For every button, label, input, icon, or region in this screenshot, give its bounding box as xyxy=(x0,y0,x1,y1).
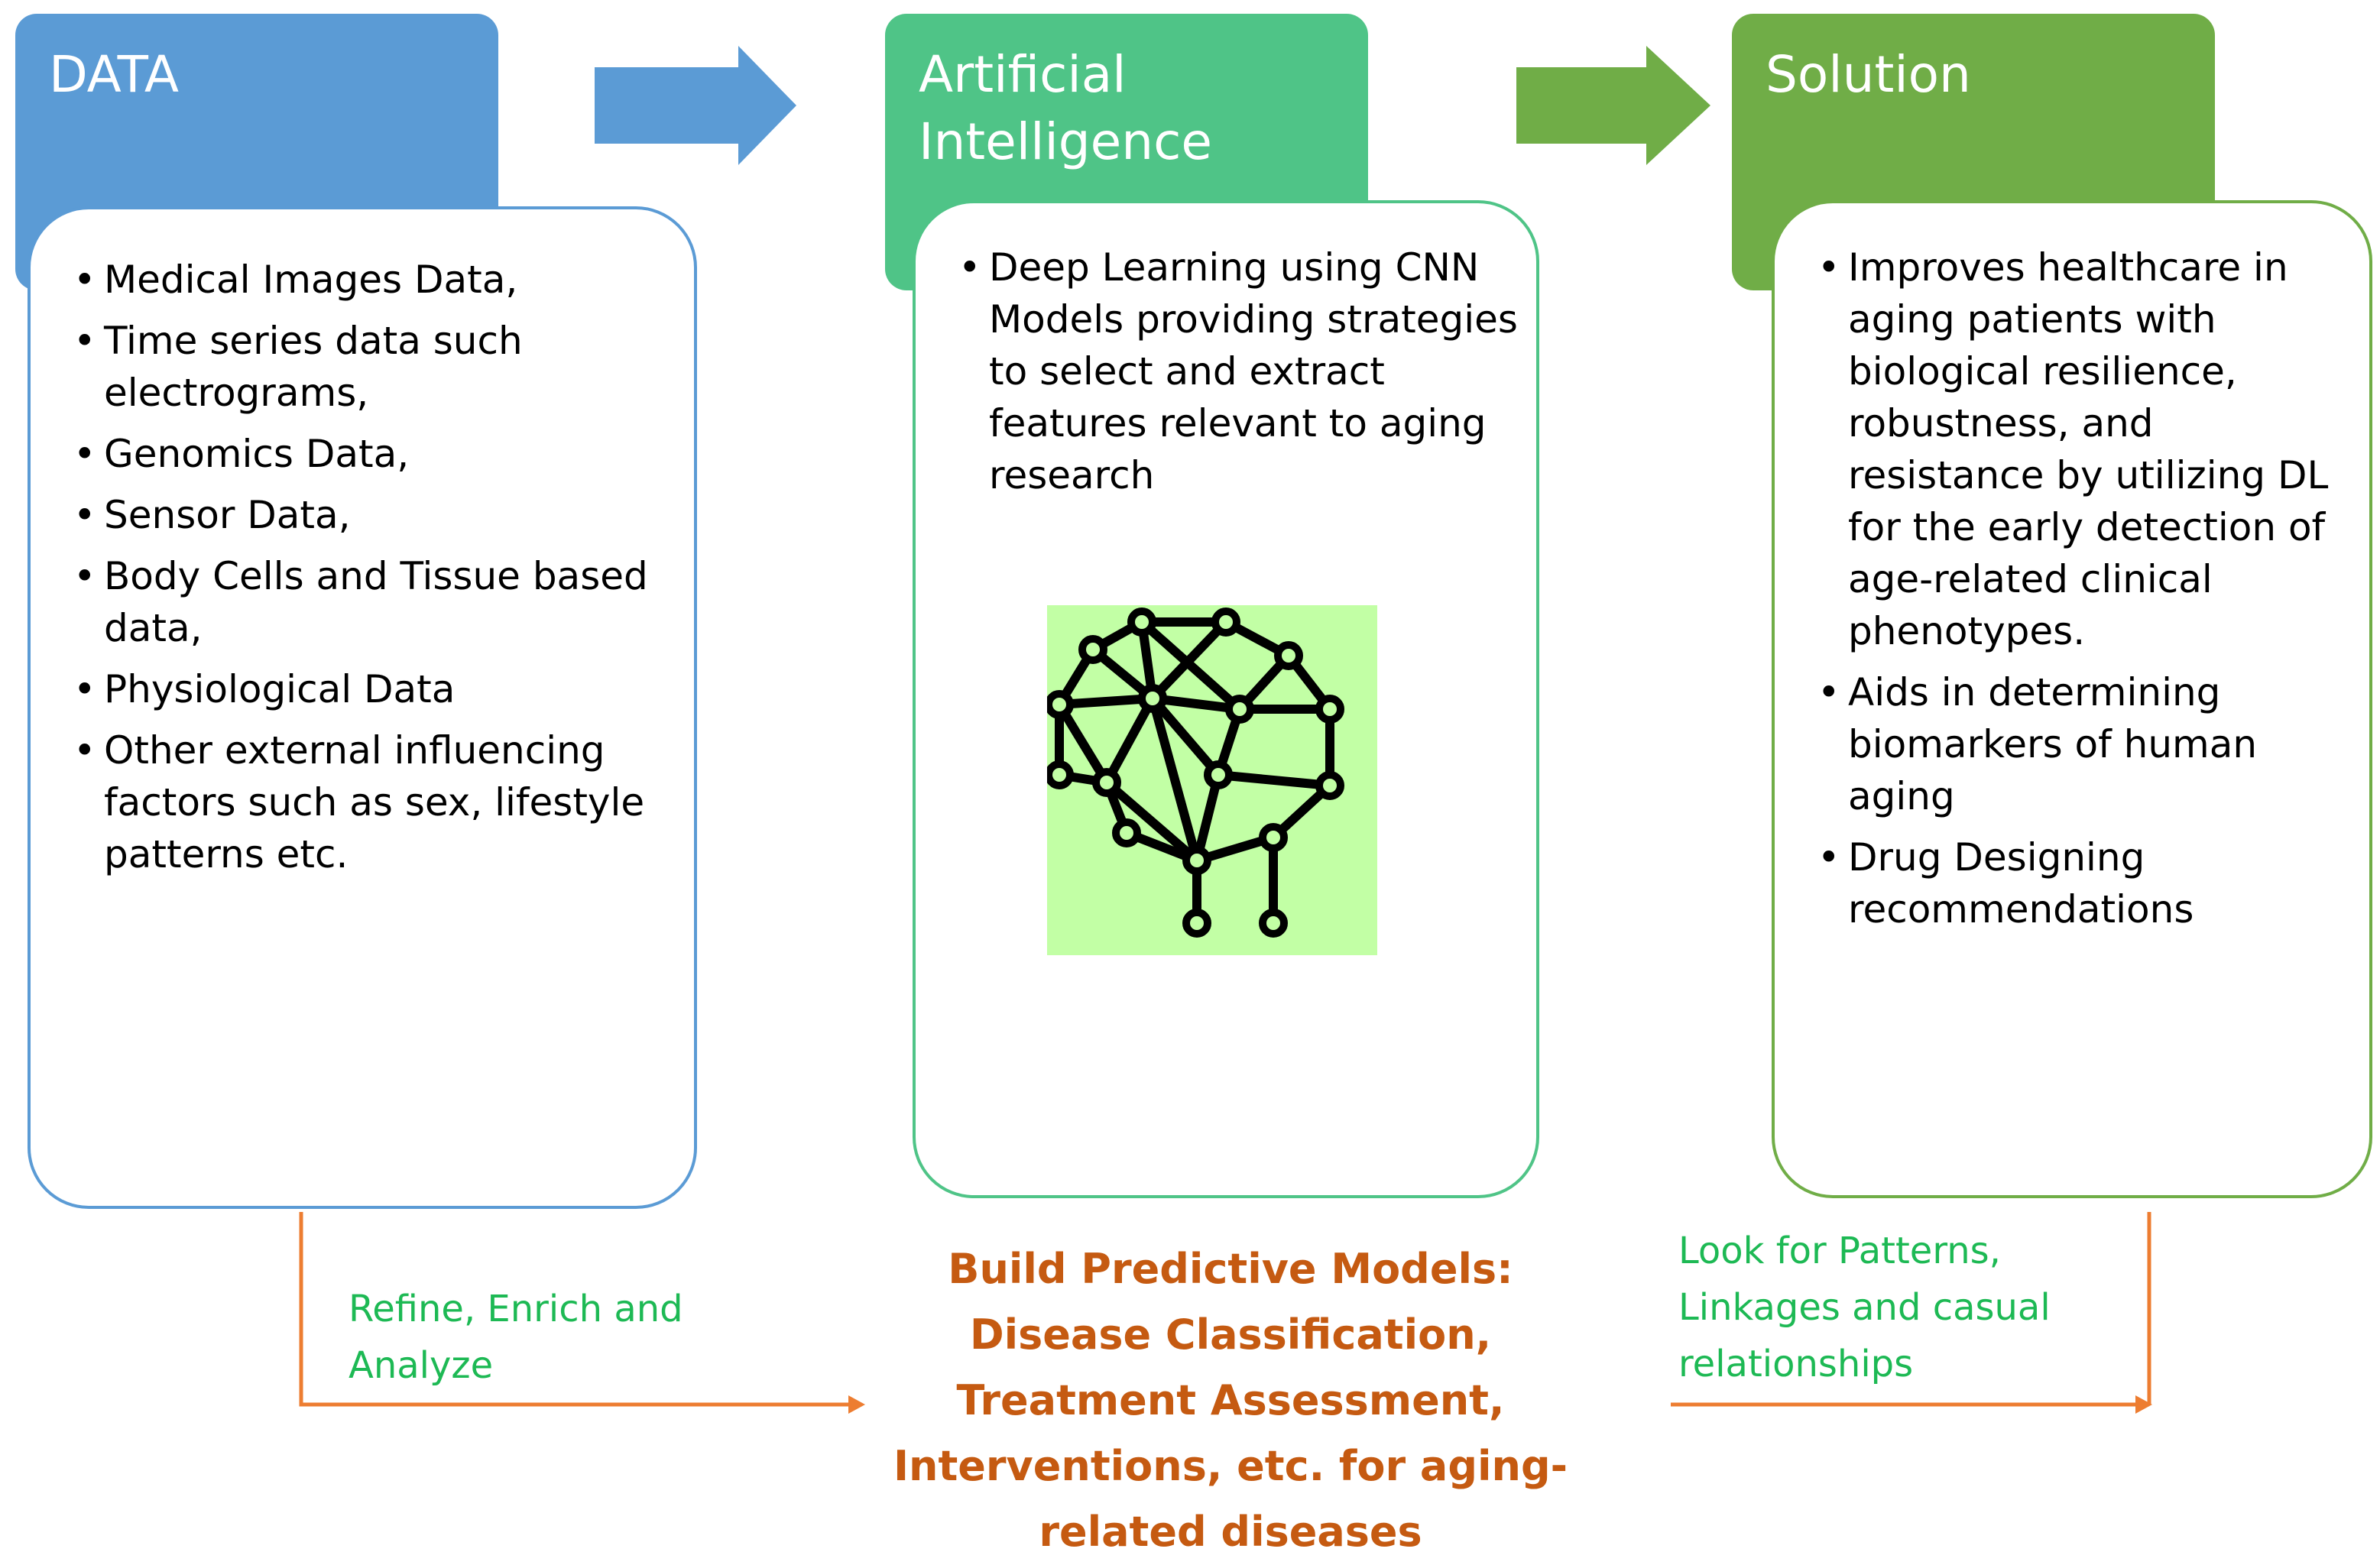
solution-item: Aids in determining biomarkers of human … xyxy=(1817,666,2352,822)
left-flow-connector xyxy=(299,1212,865,1414)
refine-caption: Refine, Enrich and Analyze xyxy=(349,1288,683,1387)
data-item: Medical Images Data, xyxy=(73,254,677,306)
data-item: Other external influencing factors such … xyxy=(73,724,677,880)
data-item: Physiological Data xyxy=(73,663,677,715)
solution-item: Improves healthcare in aging patients wi… xyxy=(1817,241,2352,657)
data-item: Body Cells and Tissue based data, xyxy=(73,550,677,654)
data-item: Sensor Data, xyxy=(73,489,677,541)
data-title: DATA xyxy=(49,45,180,104)
data-list: Medical Images Data, Time series data su… xyxy=(73,254,677,889)
neural-network-drawing xyxy=(1047,608,1344,938)
patterns-caption: Look for Patterns, Linkages and casual r… xyxy=(1678,1230,2051,1385)
solution-title: Solution xyxy=(1766,45,1971,104)
predictive-models-text: Build Predictive Models: Disease Classif… xyxy=(893,1245,1568,1556)
data-item: Genomics Data, xyxy=(73,428,677,480)
data-card: Medical Images Data, Time series data su… xyxy=(28,206,697,1209)
ai-list: Deep Learning using CNN Models providing… xyxy=(958,241,1524,510)
neural-network-brain-icon xyxy=(1047,605,1377,955)
right-flow-connector xyxy=(1671,1212,2152,1414)
solution-list: Improves healthcare in aging patients wi… xyxy=(1817,241,2352,945)
arrow-data-to-ai xyxy=(595,46,796,165)
ai-title: Artificial Intelligence xyxy=(919,45,1213,171)
arrow-ai-to-solution xyxy=(1516,46,1710,165)
data-item: Time series data such electrograms, xyxy=(73,315,677,419)
ai-item: Deep Learning using CNN Models providing… xyxy=(958,241,1524,501)
solution-card: Improves healthcare in aging patients wi… xyxy=(1772,200,2372,1198)
solution-item: Drug Designing recommendations xyxy=(1817,831,2352,935)
